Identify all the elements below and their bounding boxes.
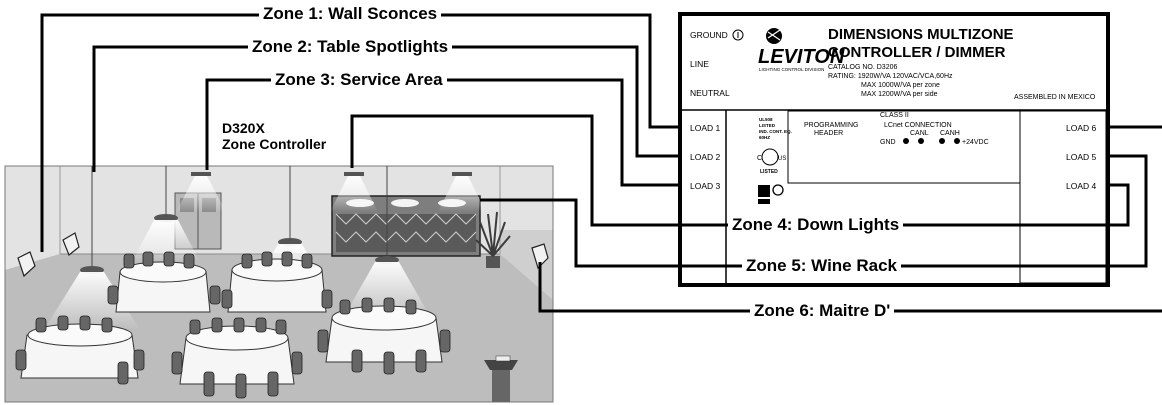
- canl-label: CANL: [910, 130, 929, 137]
- ul-listing-line3: IND. CONT. EQ.: [759, 129, 792, 134]
- dining-chairs: [15, 251, 451, 399]
- ul-listing-line1: UL508: [759, 117, 773, 122]
- zone-1-label: Zone 1: Wall Sconces: [259, 4, 442, 24]
- controller-model: D320X: [222, 120, 265, 136]
- load4-terminal-label: LOAD 4: [1066, 181, 1097, 191]
- load6-terminal-label: LOAD 6: [1066, 123, 1097, 133]
- lcnet-connection-label: LCnet CONNECTION: [884, 122, 952, 129]
- wall-sconce-light: [17, 232, 549, 278]
- programming-header-label-2: HEADER: [814, 130, 843, 137]
- neutral-terminal-label: NEUTRAL: [690, 88, 730, 98]
- leviton-logo: [766, 28, 782, 44]
- canh-label: CANH: [940, 130, 960, 137]
- ul-mark-us: US: [778, 156, 786, 162]
- zone-2-label: Zone 2: Table Spotlights: [248, 37, 453, 57]
- dining-room-illustration: [4, 165, 554, 403]
- zone4-wire: [350, 114, 1130, 227]
- load5-terminal-label: LOAD 5: [1066, 152, 1097, 162]
- programming-header-label: PROGRAMMING: [804, 122, 858, 129]
- max-per-zone: MAX 1000W/VA per zone: [861, 82, 940, 89]
- dining-table: [115, 261, 211, 313]
- ul-listing-line4: 60HZ: [759, 135, 770, 140]
- panel-title-line2: CONTROLLER / DIMMER: [828, 44, 1006, 61]
- ul-listing-line2: LISTED: [759, 123, 776, 128]
- line-terminal-label: LINE: [690, 59, 709, 69]
- zone6-wire: [538, 262, 1162, 313]
- brand-name: LEVITON: [758, 46, 845, 68]
- ul-mark-listed: LISTED: [760, 169, 778, 175]
- catalog-number: CATALOG NO. D3206: [828, 64, 897, 71]
- zone1-wire: [40, 13, 682, 252]
- power-rating: RATING: 1920W/VA 120VAC/VCA,60Hz: [828, 73, 953, 80]
- brand-subtitle: LIGHTING CONTROL DIVISION: [759, 67, 824, 72]
- compliance-mark-icon: [758, 184, 784, 204]
- controller-name: Zone Controller: [222, 136, 327, 152]
- zone-6-label: Zone 6: Maitre D': [750, 301, 895, 321]
- assembled-in: ASSEMBLED IN MEXICO: [1014, 94, 1096, 101]
- zone-5-label: Zone 5: Wine Rack: [742, 256, 901, 276]
- load3-terminal-label: LOAD 3: [690, 181, 721, 191]
- ground-terminal-label: GROUND: [690, 30, 728, 40]
- zone-3-label: Zone 3: Service Area: [271, 70, 447, 90]
- maitre-d-podium: [484, 355, 518, 402]
- controller-dimmer-panel: GROUND LINE NEUTRAL LEVITON LIGHTING CON…: [678, 12, 1110, 287]
- ceiling-spotlights: [176, 172, 486, 212]
- zone-4-label: Zone 4: Down Lights: [728, 215, 904, 235]
- class-ii-label: CLASS II: [880, 112, 909, 119]
- panel-title-line1: DIMENSIONS MULTIZONE: [828, 26, 1014, 43]
- zone2-wire: [92, 45, 682, 172]
- dining-table: [227, 258, 327, 313]
- lcnet-terminal-icons: [903, 138, 960, 144]
- ul-mark-c: C: [757, 155, 762, 162]
- max-per-side: MAX 1200W/VA per side: [861, 91, 938, 98]
- gnd-label: GND: [880, 139, 896, 146]
- ul-mark-icon: [761, 148, 779, 166]
- load2-terminal-label: LOAD 2: [690, 152, 721, 162]
- zone3-wire: [205, 78, 682, 187]
- potted-plant: [475, 211, 511, 268]
- vdc-label: +24VDC: [962, 139, 989, 146]
- ground-symbol-icon: [732, 29, 744, 41]
- load1-terminal-label: LOAD 1: [690, 123, 721, 133]
- controller-callout: D320X Zone Controller: [222, 120, 326, 152]
